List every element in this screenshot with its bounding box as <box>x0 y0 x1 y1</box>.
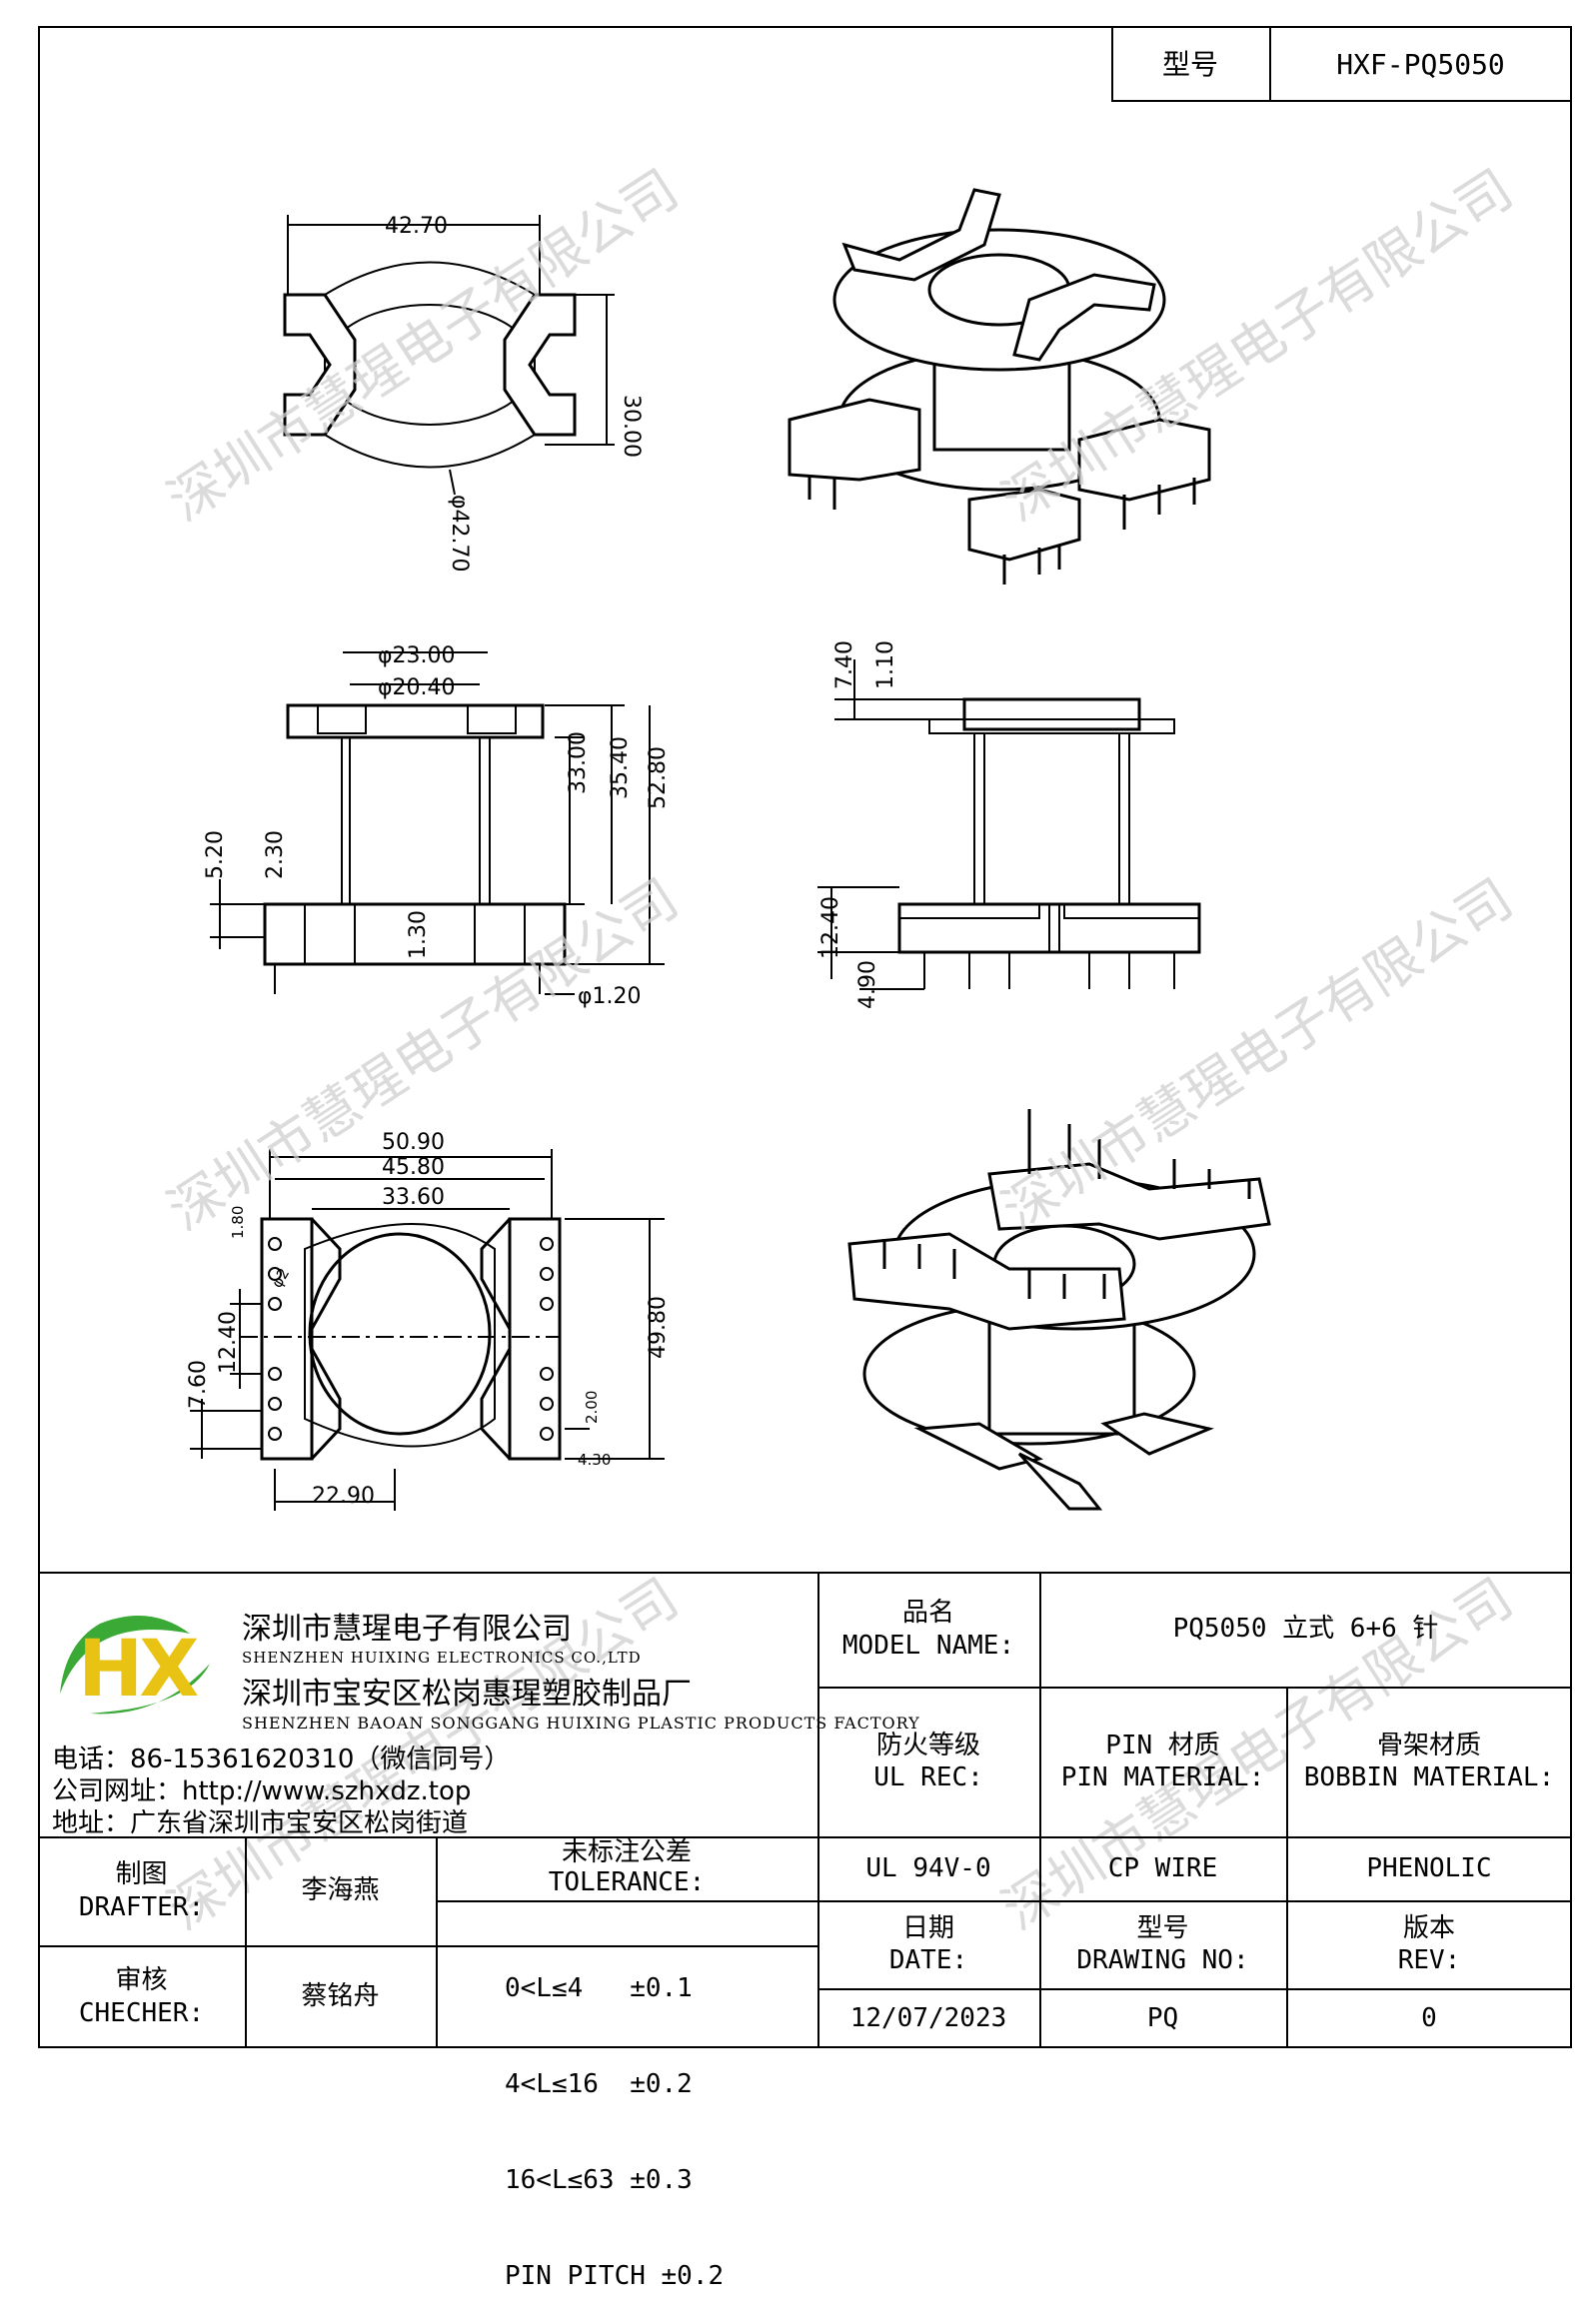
company-name-cn: 深圳市慧瑆电子有限公司 <box>242 1612 572 1647</box>
dim-front-dia-inner: φ20.40 <box>378 675 456 700</box>
tolerance-en: TOLERANCE: <box>548 1867 706 1897</box>
dim-front-pin-dia: φ1.20 <box>578 984 642 1009</box>
ul-value: UL 94V-0 <box>865 1852 991 1883</box>
company-logo: HX <box>50 1594 220 1724</box>
dim-bottom-w2: 45.80 <box>382 1155 445 1180</box>
bobbin-label: 骨架材质 BOBBIN MATERIAL: <box>1286 1687 1572 1836</box>
iso-view-top <box>788 188 1211 584</box>
pin-value: CP WIRE <box>1107 1852 1218 1883</box>
ul-label: 防火等级 UL REC: <box>817 1687 1039 1836</box>
dim-bottom-pitch-top: 1.80 <box>229 1206 247 1239</box>
company-address: 地址：广东省深圳市宝安区松岗街道 <box>52 1808 469 1838</box>
model-name-en: MODEL NAME: <box>841 1630 1015 1661</box>
tolerance-row-4: PIN PITCH ±0.2 <box>505 2261 725 2291</box>
checker-en: CHECHER: <box>78 1997 205 2028</box>
rev-en: REV: <box>1397 1945 1461 1975</box>
company-website: 公司网址：http://www.szhxdz.top <box>52 1776 472 1806</box>
drafter-cn: 制图 <box>115 1859 168 1889</box>
tolerance-row-3: 16<L≤63 ±0.3 <box>505 2165 693 2195</box>
dim-bottom-side: 7.60 <box>186 1360 211 1409</box>
company-name-en: SHENZHEN HUIXING ELECTRONICS CO.,LTD <box>242 1649 642 1667</box>
drawing-frame <box>38 26 1572 2048</box>
ul-cn: 防火等级 <box>875 1730 980 1760</box>
dim-bottom-slot2: 4.30 <box>578 1451 611 1469</box>
rev-label: 版本 REV: <box>1286 1900 1572 1988</box>
iso-view-bottom <box>847 1109 1271 1511</box>
model-name-cn: 品名 <box>901 1598 954 1628</box>
model-name-label: 品名 MODEL NAME: <box>817 1572 1039 1687</box>
date-label: 日期 DATE: <box>817 1900 1039 1988</box>
drawing-no-label: 型号 DRAWING NO: <box>1039 1900 1286 1988</box>
dim-front-dia-outer: φ23.00 <box>378 643 456 668</box>
dim-bottom-gap: 12.40 <box>216 1311 241 1374</box>
pin-cn: PIN 材质 <box>1105 1730 1220 1760</box>
dim-side-top2: 1.10 <box>873 640 898 689</box>
tolerance-row-1: 0<L≤4 ±0.1 <box>505 1973 693 2003</box>
drawing-cn: 型号 <box>1136 1912 1189 1943</box>
dim-bottom-w3: 33.60 <box>382 1185 445 1210</box>
checker-label: 审核 CHECHER: <box>38 1945 245 2048</box>
side-view <box>817 659 1201 990</box>
drafter-label: 制图 DRAFTER: <box>38 1836 245 1945</box>
checker-value: 蔡铭舟 <box>301 1981 380 2012</box>
rev-cn: 版本 <box>1402 1912 1455 1943</box>
dim-front-flange: 5.20 <box>203 830 228 879</box>
drafter-en: DRAFTER: <box>78 1891 205 1922</box>
model-name-value: PQ5050 立式 6+6 针 <box>1172 1614 1439 1645</box>
front-view <box>210 651 665 995</box>
dim-bottom-span: 22.90 <box>312 1484 375 1509</box>
dim-bottom-height: 49.80 <box>646 1296 671 1359</box>
ul-en: UL REC: <box>873 1762 983 1792</box>
rev-value: 0 <box>1421 2002 1437 2033</box>
dim-front-base: 1.30 <box>406 910 431 959</box>
dim-top-height: 30.00 <box>619 395 644 458</box>
tolerance-label: 未标注公差 TOLERANCE: <box>436 1836 817 1900</box>
dim-front-h1: 33.00 <box>566 731 591 794</box>
top-view <box>283 215 615 496</box>
dim-front-h3: 52.80 <box>646 746 671 809</box>
dim-front-step: 2.30 <box>263 830 288 879</box>
bobbin-value: PHENOLIC <box>1366 1852 1492 1883</box>
drafter-value: 李海燕 <box>301 1875 380 1906</box>
model-value: HXF-PQ5050 <box>1336 47 1505 81</box>
technical-drawing: 42.70 30.00 φ42.70 <box>186 188 1271 1511</box>
company-phone: 电话：86-15361620310（微信同号） <box>52 1744 511 1774</box>
factory-name-en: SHENZHEN BAOAN SONGGANG HUIXING PLASTIC … <box>242 1714 920 1733</box>
dim-top-diameter: φ42.70 <box>447 495 472 573</box>
factory-name-cn: 深圳市宝安区松岗惠瑆塑胶制品厂 <box>242 1677 692 1712</box>
bobbin-cn: 骨架材质 <box>1376 1730 1481 1760</box>
date-cn: 日期 <box>901 1912 954 1943</box>
model-header-box <box>1111 26 1572 102</box>
model-label: 型号 <box>1161 47 1218 81</box>
tolerance-row-2: 4<L≤16 ±0.2 <box>505 2069 693 2099</box>
dim-bottom-slot1: 2.00 <box>583 1391 601 1424</box>
drawing-en: DRAWING NO: <box>1076 1945 1249 1975</box>
checker-cn: 审核 <box>115 1965 168 1995</box>
date-value: 12/07/2023 <box>849 2002 1007 2033</box>
drawing-no-value: PQ <box>1146 2002 1179 2033</box>
dim-side-bottom1: 12.40 <box>818 896 843 959</box>
dim-side-top1: 7.40 <box>832 640 857 689</box>
dim-side-bottom2: 4.90 <box>855 960 880 1009</box>
dim-top-width: 42.70 <box>385 214 448 239</box>
logo-text: HX <box>78 1625 198 1715</box>
dim-front-h2: 35.40 <box>608 736 633 799</box>
date-en: DATE: <box>888 1945 968 1975</box>
tolerance-cn: 未标注公差 <box>561 1837 692 1868</box>
dim-bottom-w1: 50.90 <box>382 1130 445 1155</box>
tolerance-values: 0<L≤4 ±0.1 4<L≤16 ±0.2 16<L≤63 ±0.3 PIN … <box>505 1908 724 2324</box>
bobbin-en: BOBBIN MATERIAL: <box>1303 1762 1555 1792</box>
bottom-view <box>190 1149 665 1511</box>
pin-label: PIN 材质 PIN MATERIAL: <box>1039 1687 1286 1836</box>
pin-en: PIN MATERIAL: <box>1060 1762 1265 1792</box>
